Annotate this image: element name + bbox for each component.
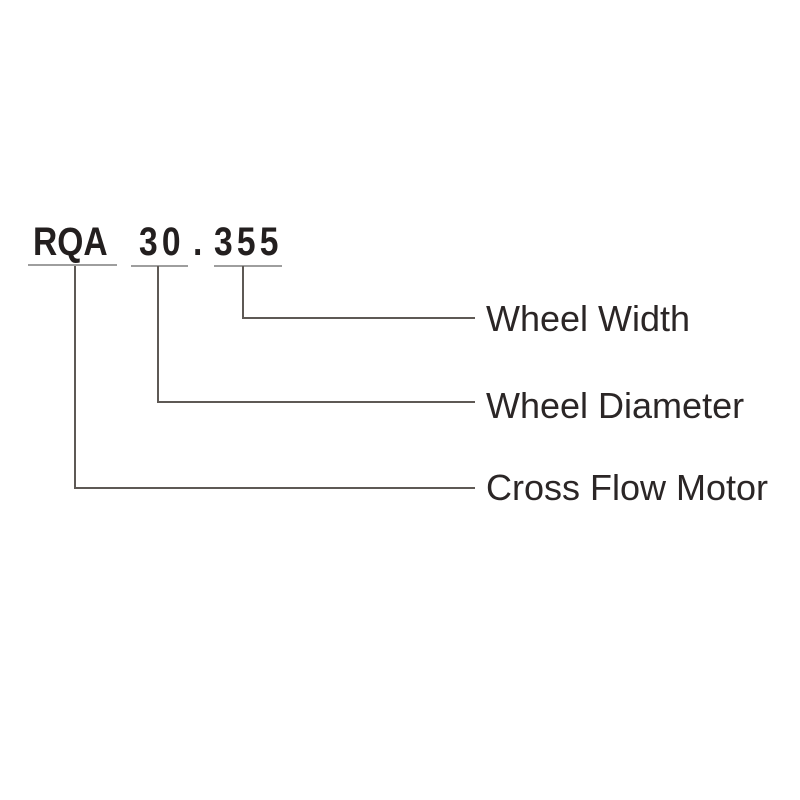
callout-label-wheel-diameter: Wheel Diameter: [486, 385, 745, 426]
model-code-separator: .: [193, 220, 203, 264]
connector-prefix-vertical: [74, 266, 76, 489]
callout-label-cross-flow-motor: Cross Flow Motor: [486, 467, 769, 508]
connector-width-vertical: [242, 266, 244, 319]
connector-prefix-horizontal: [74, 487, 475, 489]
model-code-prefix: RQA: [33, 220, 108, 264]
connector-diameter-horizontal: [157, 401, 475, 403]
callout-label-wheel-width: Wheel Width: [486, 298, 691, 339]
model-code-wheel-diameter: 30: [139, 220, 185, 264]
underline-prefix: [28, 264, 117, 266]
underline-diameter: [131, 265, 188, 267]
connector-diameter-vertical: [157, 266, 159, 403]
underline-width: [214, 265, 282, 267]
connector-width-horizontal: [242, 317, 475, 319]
model-code-wheel-width: 355: [214, 220, 283, 264]
